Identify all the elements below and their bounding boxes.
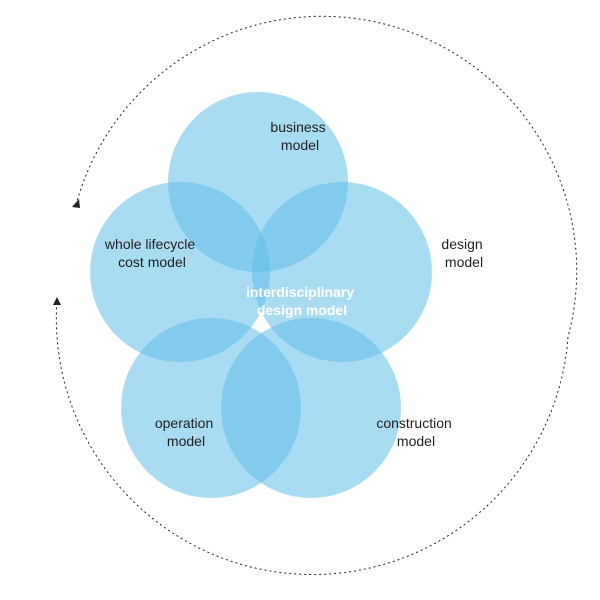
circle-lifecycle — [90, 182, 270, 362]
circles — [90, 92, 432, 498]
label-lifecycle: whole lifecycle cost model — [104, 236, 199, 270]
label-center: interdisciplinary design model — [246, 284, 358, 318]
labels: business model design model construction… — [104, 119, 486, 449]
arrowhead-upper-icon — [72, 199, 80, 208]
orbit-arrow-lower — [55, 299, 569, 576]
orbit-arrow-upper — [75, 15, 578, 338]
cycle-arrows — [53, 15, 578, 576]
label-design: design model — [441, 236, 486, 270]
label-construction: construction model — [376, 415, 455, 449]
arrowhead-lower-icon — [53, 297, 61, 305]
circle-design — [252, 182, 432, 362]
label-business: business model — [270, 119, 329, 153]
circle-operation — [121, 318, 301, 498]
label-operation: operation model — [155, 415, 217, 449]
